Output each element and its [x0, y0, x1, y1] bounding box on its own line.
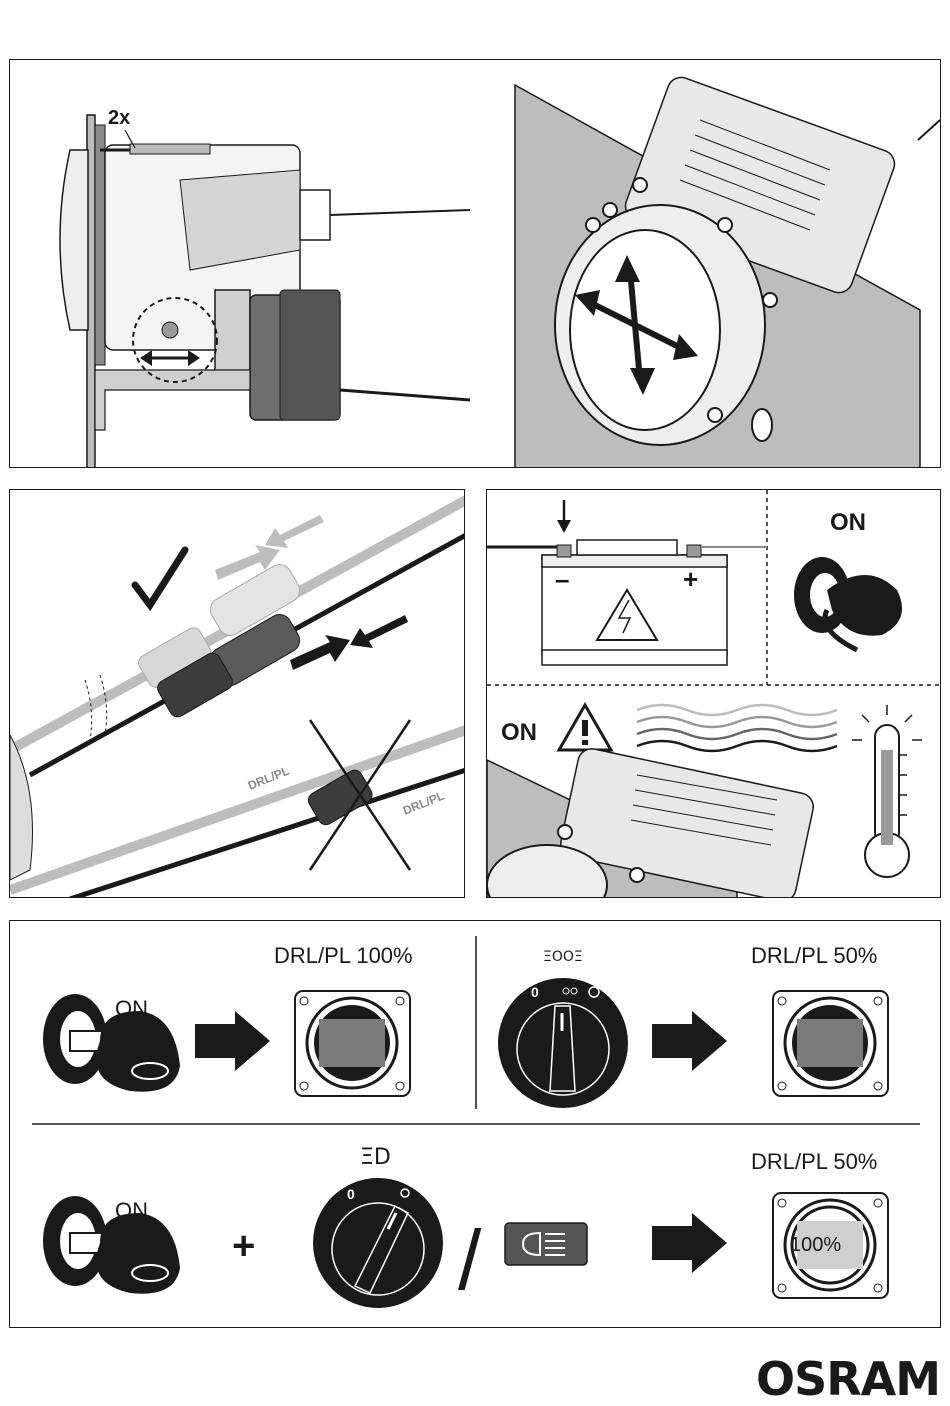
arrow-right-icon — [188, 350, 200, 366]
lamp-unit-illustration — [487, 746, 816, 898]
panel-connectors: DRL/PL DRL/PL — [9, 489, 465, 898]
lamp-front-icon-1 — [295, 991, 410, 1096]
ignition-on-label: ON — [830, 509, 866, 536]
checkmark-icon — [135, 550, 185, 605]
ignition-key-icon-1 — [43, 994, 180, 1092]
headlight-button-icon — [505, 1223, 587, 1265]
plus-sign: + — [232, 1224, 255, 1268]
side-view-headlamp — [60, 115, 470, 468]
battery-minus-label: – — [555, 564, 569, 594]
brand-logo: OSRAM — [756, 1352, 940, 1406]
panel-operating-modes: 0 ΞOOΞ + ΞD 0 / — [9, 920, 941, 1328]
arrow-right-icon-3 — [652, 1213, 727, 1273]
arrow-left-icon — [140, 350, 152, 366]
drl-50-label-2: DRL/PL 50% — [751, 1149, 877, 1175]
battery-illustration: – + ON ON — [487, 490, 941, 898]
light-switch-icon-1 — [498, 978, 628, 1108]
connector-illustration: DRL/PL DRL/PL — [10, 490, 465, 898]
switch-zero-label-2: 0 — [347, 1186, 355, 1202]
key-on-label-2: ON — [115, 1198, 148, 1224]
lamp-percent-label: 100% — [790, 1234, 841, 1257]
warning-triangle-icon — [559, 705, 611, 750]
connector-label-2: DRL/PL — [401, 789, 446, 818]
lamp-front-icon-2 — [773, 991, 888, 1096]
drl-100-label: DRL/PL 100% — [274, 943, 413, 969]
ignition-key-icon — [794, 557, 902, 650]
battery-icon — [487, 500, 767, 665]
low-beam-symbol: ΞD — [360, 1145, 391, 1170]
key-on-label-1: ON — [115, 996, 148, 1022]
parking-light-symbol: ΞOOΞ — [543, 949, 583, 965]
light-switch-icon-2 — [313, 1178, 443, 1308]
slash-separator: / — [458, 1213, 482, 1307]
modes-illustration: 0 ΞOOΞ + ΞD 0 / — [10, 921, 941, 1328]
thermometer-icon — [852, 705, 922, 877]
warning-on-label: ON — [501, 719, 537, 746]
arrow-right-icon-1 — [195, 1011, 270, 1071]
screw-count-label: 2x — [108, 107, 130, 129]
switch-zero-label-1: 0 — [531, 984, 539, 1000]
panel-battery: – + ON ON — [486, 489, 941, 898]
drl-50-label-1: DRL/PL 50% — [751, 943, 877, 969]
battery-plus-label: + — [683, 564, 698, 594]
arrow-right-icon-2 — [652, 1011, 727, 1071]
ignition-key-icon-2 — [43, 1196, 180, 1294]
mounting-illustration: 2x — [10, 60, 941, 468]
heat-waves-icon — [637, 705, 837, 751]
panel-mounting: 2x — [9, 59, 941, 468]
mounting-plate-view — [515, 73, 940, 468]
